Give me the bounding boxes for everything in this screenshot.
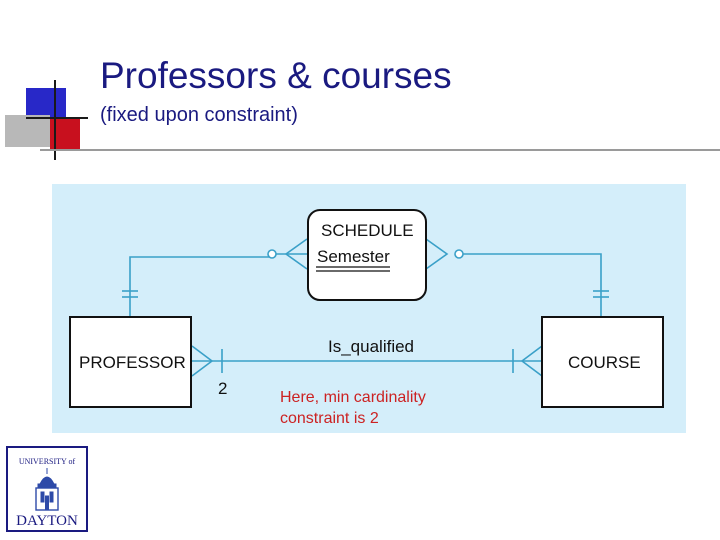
crows-foot: [191, 345, 214, 377]
deco-blue-block: [26, 88, 66, 118]
connector-course-schedule: [460, 253, 602, 317]
er-diagram: SCHEDULE Semester PROFESSOR COURSE Is_qu…: [52, 184, 686, 433]
zero-circle: [267, 249, 277, 259]
connector-professor-schedule: [129, 256, 272, 317]
relationship-label: Is_qualified: [328, 337, 414, 356]
deco-gray-block: [5, 115, 50, 147]
entity-schedule: [307, 209, 427, 301]
zero-circle: [454, 249, 464, 259]
deco-vertical-line: [54, 80, 56, 160]
title-divider: [40, 149, 720, 151]
crows-foot: [520, 345, 543, 377]
logo-svg: UNIVERSITY of DAYTON: [16, 457, 78, 529]
entity-course: [541, 316, 664, 408]
logo-line1: UNIVERSITY of: [19, 457, 76, 466]
schedule-label: SCHEDULE: [321, 221, 414, 240]
schedule-attribute: Semester: [317, 247, 390, 266]
min-cardinality-label: 2: [218, 379, 227, 398]
course-label: COURSE: [568, 353, 641, 372]
page-title: Professors & courses: [100, 55, 452, 96]
logo-line2: DAYTON: [16, 513, 78, 529]
entity-professor: [69, 316, 192, 408]
professor-label: PROFESSOR: [79, 353, 186, 372]
cardinality-note: Here, min cardinality constraint is 2: [280, 389, 426, 427]
deco-horizontal-line: [26, 117, 88, 119]
university-logo: UNIVERSITY of DAYTON: [6, 446, 88, 532]
chapel-icon: [35, 468, 59, 511]
page-subtitle: (fixed upon constraint): [100, 104, 298, 126]
er-diagram-svg: SCHEDULE Semester PROFESSOR COURSE Is_qu…: [69, 209, 664, 408]
crows-foot: [425, 238, 449, 270]
